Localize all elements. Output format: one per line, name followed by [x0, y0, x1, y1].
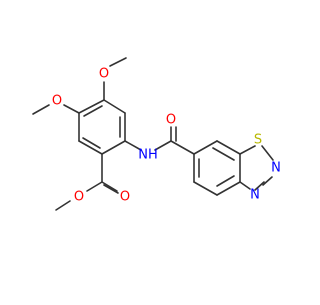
oxygen-atom-label: O	[120, 190, 130, 205]
bond	[78, 140, 103, 155]
bond	[103, 184, 119, 194]
bond	[63, 104, 80, 114]
oxygen-atom-label: O	[166, 113, 176, 128]
bond	[170, 140, 195, 155]
bond	[193, 181, 218, 196]
bond	[55, 200, 71, 211]
bond	[101, 181, 118, 192]
bond	[254, 181, 265, 191]
bond	[109, 57, 127, 67]
oxygen-atom-label: O	[99, 67, 109, 82]
bond	[154, 140, 172, 151]
bond	[78, 99, 105, 114]
structure-diagram: O O O O NH O S N N	[32, 57, 281, 211]
sulfur-atom-label: S	[254, 133, 262, 148]
nitrogen-atom-label: N	[271, 161, 281, 176]
bond	[216, 140, 241, 155]
bond	[216, 181, 241, 196]
bond	[239, 181, 251, 190]
bond	[212, 147, 235, 161]
bond	[103, 99, 126, 114]
bond	[261, 145, 274, 161]
bond-layer	[32, 57, 274, 211]
bond	[262, 176, 273, 186]
atom-label-layer: O O O O NH O S N N	[52, 67, 281, 205]
oxygen-atom-label: O	[74, 190, 84, 205]
molecule-canvas: O O O O NH O S N N	[32, 57, 281, 211]
bond	[216, 175, 235, 187]
bond	[101, 140, 126, 155]
bond	[193, 140, 218, 155]
nitrogen-atom-label: NH	[138, 148, 158, 163]
bond	[83, 105, 103, 117]
bond	[86, 181, 103, 192]
oxygen-atom-label: O	[52, 94, 62, 109]
bond	[239, 145, 256, 155]
bond	[32, 104, 50, 115]
nitrogen-atom-label: N	[250, 188, 260, 203]
bond	[124, 140, 142, 151]
bond	[82, 137, 101, 149]
